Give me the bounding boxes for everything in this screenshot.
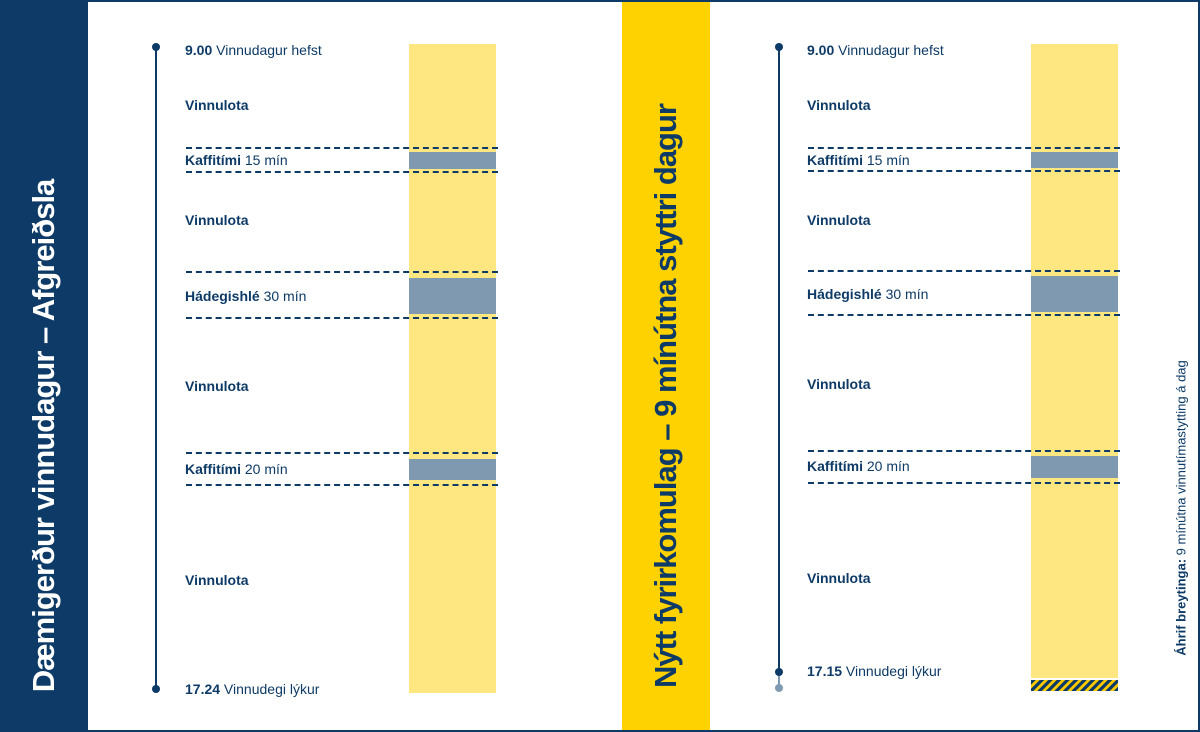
start-label: 9.00 Vinnudagur hefst [807, 42, 944, 58]
end-label: 17.24 Vinnudegi lýkur [185, 681, 320, 697]
old-end-dot [775, 684, 783, 692]
coffee-label: Kaffitími 20 mín [807, 458, 910, 474]
workday-bar [1031, 44, 1118, 678]
timeline-end-dot [152, 685, 160, 693]
lunch-label: Hádegishlé 30 mín [807, 286, 929, 302]
work-label: Vinnulota [185, 97, 249, 113]
work-label: Vinnulota [185, 572, 249, 588]
divider [808, 147, 1120, 149]
timeline [778, 47, 780, 672]
divider [186, 317, 498, 319]
lunch-label: Hádegishlé 30 mín [185, 288, 307, 304]
work-label: Vinnulota [807, 97, 871, 113]
divider [808, 270, 1120, 272]
coffee-break-block [1031, 152, 1118, 168]
work-label: Vinnulota [185, 378, 249, 394]
left-title-band [0, 0, 88, 732]
divider [808, 450, 1120, 452]
divider [186, 271, 498, 273]
divider [808, 314, 1120, 316]
start-label: 9.00 Vinnudagur hefst [185, 42, 322, 58]
timeline-end-dot [775, 668, 783, 676]
end-label: 17.15 Vinnudegi lýkur [807, 663, 942, 679]
timeline [155, 47, 157, 689]
work-label: Vinnulota [185, 212, 249, 228]
divider [186, 484, 498, 486]
divider [808, 482, 1120, 484]
timeline-extension [778, 672, 780, 688]
work-label: Vinnulota [807, 212, 871, 228]
work-label: Vinnulota [807, 570, 871, 586]
middle-title-band [622, 0, 710, 732]
divider [808, 170, 1120, 172]
timeline-start-dot [775, 43, 783, 51]
lunch-break-block [1031, 276, 1118, 312]
divider [186, 147, 498, 149]
coffee-break-block [409, 152, 496, 169]
coffee-label: Kaffitími 15 mín [807, 152, 910, 168]
timeline-start-dot [152, 43, 160, 51]
coffee-break-block [1031, 456, 1118, 478]
work-label: Vinnulota [807, 376, 871, 392]
coffee-break-block [409, 459, 496, 480]
divider [186, 452, 498, 454]
lunch-break-block [409, 278, 496, 314]
divider [186, 171, 498, 173]
coffee-label: Kaffitími 15 mín [185, 152, 288, 168]
reduced-time-hatch [1031, 680, 1118, 691]
coffee-label: Kaffitími 20 mín [185, 461, 288, 477]
